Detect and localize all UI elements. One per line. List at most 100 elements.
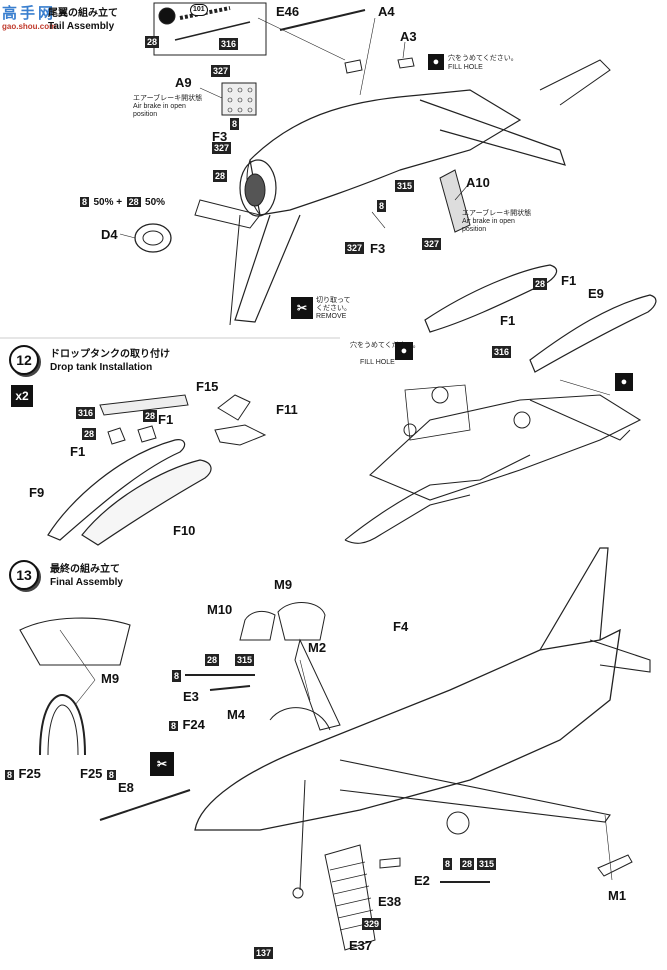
part-315-chip-b: 315	[235, 654, 255, 666]
part-label-a4: A4	[378, 4, 395, 19]
part-label-f3: F3	[212, 129, 228, 144]
part-label-e38: E38	[378, 894, 402, 909]
part-label-d4: D4	[101, 227, 118, 242]
part-label-f25-a: F25	[18, 766, 41, 781]
part-label-e8: E8	[118, 780, 134, 795]
step-11-title-jp: 尾翼の組み立て	[48, 8, 118, 19]
airbrake-note-jp: エアーブレーキ開状態	[133, 95, 203, 102]
drop-tank-drawing	[344, 264, 657, 544]
part-28-chip: 28	[145, 36, 160, 48]
step-13-number: 13	[9, 560, 39, 590]
remove-icon-b: ✂	[150, 752, 174, 776]
part-315-chip: 315	[395, 180, 415, 192]
fill-hole-icon-b: ●	[395, 342, 413, 360]
part-28-chip-g: 28	[205, 654, 220, 666]
remove-icon: ✂	[291, 297, 313, 319]
part-label-a3: A3	[400, 29, 417, 44]
part-316-chip: 316	[219, 38, 239, 50]
part-137-chip: 137	[254, 947, 274, 959]
part-label-f1-a: F1	[158, 412, 174, 427]
mix-28-chip: 28	[126, 197, 141, 207]
f25-label-right: F25 8	[80, 765, 116, 783]
part-8-chip: 8	[230, 118, 240, 130]
watermark-text: 高手网	[2, 4, 57, 22]
remove-jp-2: ください。	[316, 305, 351, 312]
part-327-chip-c: 327	[345, 242, 365, 254]
mix-8-chip: 8	[80, 197, 90, 207]
mix-ratio-a: 50% +	[93, 197, 123, 208]
part-label-f1-b: F1	[70, 444, 86, 459]
part-327-chip: 327	[211, 65, 231, 77]
part-label-e3: E3	[183, 689, 199, 704]
part-label-a9: A9	[175, 75, 192, 90]
part-8-chip-c: 8	[172, 670, 182, 682]
fill-hole-jp: 穴をうめてください。	[448, 55, 518, 62]
step-13-title-jp: 最終の組み立て	[50, 564, 120, 575]
mix-ratio-b: 50%	[145, 197, 166, 208]
part-28-chip-c: 28	[213, 170, 228, 182]
part-label-e46: E46	[276, 4, 300, 19]
fill-hole-icon: ●	[428, 54, 444, 70]
part-327-chip-d: 327	[422, 238, 442, 250]
tank-parts-drawing	[47, 394, 267, 546]
part-label-m9-b: M9	[101, 671, 120, 686]
mix-ratio-note: 8 50% + 28 50%	[80, 192, 165, 210]
watermark-logo: 高手网 gao.shou.com	[2, 2, 72, 34]
part-label-f24: F24	[182, 717, 205, 732]
f25-8-chip-right: 8	[106, 770, 116, 780]
part-label-a10: A10	[466, 175, 490, 190]
step-12-title-jp: ドロップタンクの取り付け	[50, 349, 170, 360]
remove-jp-1: 切り取って	[316, 297, 351, 304]
part-label-f10: F10	[173, 523, 196, 538]
step-11-title-en: Tail Assembly	[48, 21, 115, 32]
airbrake-note-en2: position	[133, 111, 158, 118]
watermark-url: gao.shou.com	[2, 22, 57, 31]
step-13-title-en: Final Assembly	[50, 577, 123, 588]
part-label-f4: F4	[393, 619, 409, 634]
part-label-e37: E37	[349, 938, 373, 953]
airbrake-note-en2-b: position	[462, 226, 487, 233]
airbrake-note-a9: エアーブレーキ開状態 Air brake in open position	[133, 95, 202, 119]
step-12-number: 12	[9, 345, 39, 375]
f25-label-left: 8 F25	[5, 765, 41, 783]
part-327-chip-b: 327	[212, 142, 232, 154]
part-label-f15: F15	[196, 379, 219, 394]
airbrake-note-a10: エアーブレーキ開状態 Air brake in open position	[462, 210, 531, 234]
part-316-chip-c: 316	[492, 346, 512, 358]
airbrake-note-en1: Air brake in open	[133, 103, 186, 110]
part-label-f9: F9	[29, 485, 45, 500]
part-label-m2: M2	[308, 640, 327, 655]
f24-label-group: 8 F24	[169, 716, 205, 734]
part-label-f11: F11	[276, 402, 298, 417]
fill-hole-icon-c: ●	[615, 373, 633, 391]
part-28-chip-f: 28	[533, 278, 548, 290]
part-8-chip-b: 8	[377, 200, 387, 212]
part-28-chip-h: 28	[460, 858, 475, 870]
remove-en: REMOVE	[316, 313, 347, 320]
decal-101-chip: 101	[190, 4, 208, 16]
part-316-chip-b: 316	[76, 407, 96, 419]
final-aircraft-drawing	[19, 547, 651, 951]
part-label-m1: M1	[608, 888, 627, 903]
part-8-chip-d: 8	[443, 858, 453, 870]
part-label-e2: E2	[414, 873, 430, 888]
airbrake-note-en1-b: Air brake in open	[462, 218, 515, 225]
part-label-f1-c: F1	[561, 273, 577, 288]
multiplier-badge: x2	[11, 385, 33, 407]
fill-hole-en: FILL HOLE	[448, 64, 483, 71]
f24-8-chip: 8	[169, 721, 179, 731]
step-12-title-en: Drop tank Installation	[50, 362, 153, 373]
part-28-chip-e: 28	[82, 428, 97, 440]
part-315-chip-c: 315	[477, 858, 497, 870]
f25-8-chip-left: 8	[5, 770, 15, 780]
part-label-f1-d: F1	[500, 313, 516, 328]
part-label-m4: M4	[227, 707, 246, 722]
airbrake-note-jp-b: エアーブレーキ開状態	[462, 210, 532, 217]
tail-assembly-drawing	[119, 9, 611, 326]
part-label-m9-a: M9	[274, 577, 293, 592]
part-329-chip: 329	[362, 918, 382, 930]
part-28-chip-d: 28	[143, 410, 158, 422]
part-label-m10: M10	[207, 602, 233, 617]
fill-hole-en-b: FILL HOLE	[360, 359, 395, 366]
